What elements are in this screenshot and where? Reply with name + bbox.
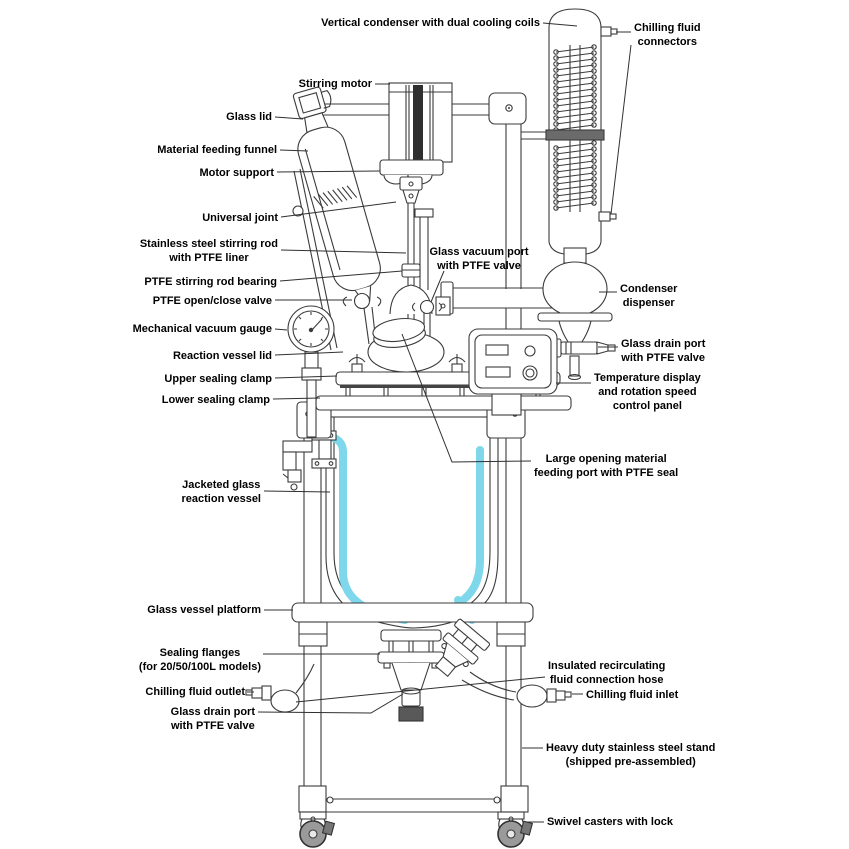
- label-open-close-valve: PTFE open/close valve: [152, 295, 272, 307]
- leader-line: [272, 397, 321, 400]
- label-reaction-vessel-lid: Reaction vessel lid: [172, 350, 272, 362]
- speed-display: [485, 366, 511, 378]
- label-vertical-condenser: Vertical condenser with dual cooling coi…: [321, 17, 540, 29]
- condenser-graphic: [545, 8, 618, 242]
- leader-line: [274, 375, 338, 379]
- label-large-opening-port: Large opening material feeding port with…: [534, 453, 679, 479]
- leader-line: [280, 201, 397, 218]
- panel-knob-large[interactable]: [522, 365, 538, 381]
- stand-base: [298, 785, 534, 848]
- chilling-fluid-fittings: [245, 663, 572, 713]
- leader-line: [430, 270, 445, 303]
- leader-line: [295, 676, 546, 703]
- leader-line: [274, 328, 288, 331]
- large-opening-port-graphic: [372, 317, 426, 348]
- label-jacketed-vessel: Jacketed glass reaction vessel: [181, 479, 262, 505]
- temperature-display: [485, 344, 509, 356]
- leader-line: [257, 693, 404, 714]
- leader-line: [276, 170, 381, 173]
- label-lower-sealing-clamp: Lower sealing clamp: [161, 394, 270, 406]
- leader-line: [279, 270, 403, 282]
- label-temperature-panel: Temperature display and rotation speed c…: [594, 372, 701, 412]
- label-condenser-dispenser: Condenser dispenser: [620, 283, 678, 309]
- leader-line: [280, 249, 407, 254]
- panel-knob-small[interactable]: [524, 345, 536, 357]
- label-glass-lid: Glass lid: [226, 111, 272, 123]
- leader-line: [263, 490, 331, 493]
- label-insulated-hose: Insulated recirculating fluid connection…: [548, 660, 666, 686]
- label-rod-bearing: PTFE stirring rod bearing: [144, 276, 277, 288]
- stirring-motor-graphic: [379, 82, 453, 372]
- bottom-drain-graphic: [377, 629, 445, 722]
- label-sealing-flanges: Sealing flanges (for 20/50/100L models): [138, 647, 261, 673]
- vessel-platform-graphic: [291, 602, 534, 647]
- leader-line: [274, 351, 344, 356]
- ptfe-valve-graphic: [342, 292, 382, 345]
- label-chilling-fluid-inlet: Chilling fluid inlet: [586, 689, 679, 701]
- label-mechanical-vacuum-gauge: Mechanical vacuum gauge: [132, 323, 272, 335]
- label-chilling-fluid-connectors: Chilling fluid connectors: [634, 22, 701, 48]
- discharge-valve-graphic: [434, 618, 517, 701]
- label-chilling-fluid-outlet: Chilling fluid outlet: [145, 686, 245, 698]
- glass-piping: [414, 208, 552, 316]
- leader-line: [542, 22, 578, 27]
- condenser-dispenser-graphic: [537, 241, 616, 381]
- label-upper-sealing-clamp: Upper sealing clamp: [164, 373, 272, 385]
- label-motor-support: Motor support: [199, 167, 274, 179]
- leader-line: [610, 44, 632, 215]
- feeding-funnel-graphic: [292, 86, 382, 351]
- leader-line: [279, 149, 309, 152]
- leader-line: [274, 116, 304, 120]
- label-stand: Heavy duty stainless steel stand (shippe…: [546, 742, 716, 768]
- label-bottom-drain-port: Glass drain port with PTFE valve: [170, 706, 255, 732]
- label-dispenser-drain-port: Glass drain port with PTFE valve: [621, 338, 706, 364]
- control-panel-graphic: [468, 328, 558, 416]
- label-glass-vacuum-port: Glass vacuum port with PTFE valve: [429, 246, 529, 272]
- universal-joint-graphic: [399, 176, 423, 204]
- label-universal-joint: Universal joint: [202, 212, 278, 224]
- label-stirring-rod: Stainless steel stirring rod with PTFE l…: [139, 238, 278, 264]
- label-stirring-motor: Stirring motor: [298, 78, 372, 90]
- label-material-feeding-funnel: Material feeding funnel: [157, 144, 277, 156]
- label-swivel-casters: Swivel casters with lock: [547, 816, 673, 828]
- label-glass-vessel-platform: Glass vessel platform: [147, 604, 261, 616]
- leader-line: [401, 333, 532, 463]
